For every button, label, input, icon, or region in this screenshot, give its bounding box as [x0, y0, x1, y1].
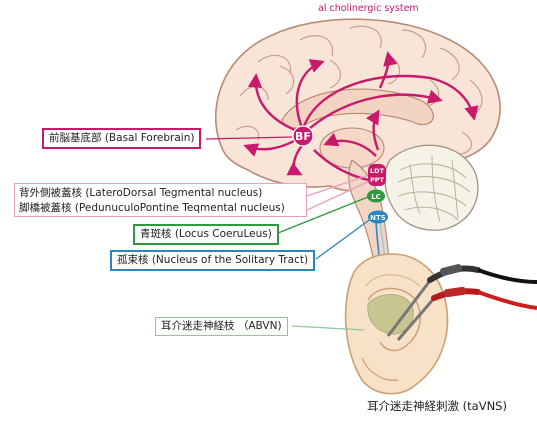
label-ppt: 脚橋被蓋核 (PedunuculoPontine Teqmental nucle…: [19, 201, 285, 214]
label-basal-forebrain: 前脳基底部 (Basal Forebrain): [42, 128, 202, 149]
ldt-ppt-node: LDT PPT: [368, 164, 386, 186]
cerebellum: [384, 144, 479, 231]
electrode-assembly: [386, 264, 537, 341]
label-solitary-tract: 孤束核 (Nucleus of the Solitary Tract): [110, 250, 316, 271]
bf-node: BF: [292, 125, 314, 147]
lc-node: LC: [367, 189, 385, 203]
label-ldt: 背外側被蓋核 (LateroDorsal Tegmental nucleus): [19, 187, 263, 199]
ppt-node-label: PPT: [370, 176, 385, 184]
caption-tavns: 耳介迷走神経刺激 (taVNS): [367, 399, 507, 413]
ldt-node-label: LDT: [370, 167, 385, 175]
nts-node-label: NTS: [370, 214, 386, 222]
top-title: al cholinergic system: [318, 3, 419, 14]
lc-node-label: LC: [371, 193, 381, 201]
label-locus-coeruleus: 青斑核 (Locus CoeruLeus): [133, 224, 279, 245]
label-abvn: 耳介迷走神経枝 （ABVN): [155, 317, 288, 336]
nts-node: NTS: [368, 210, 388, 224]
bf-node-label: BF: [295, 130, 311, 143]
label-connectors: [205, 136, 373, 260]
abvn-connector: [291, 325, 365, 331]
label-ldt-ppt-box: 背外側被蓋核 (LateroDorsal Tegmental nucleus) …: [14, 183, 307, 217]
